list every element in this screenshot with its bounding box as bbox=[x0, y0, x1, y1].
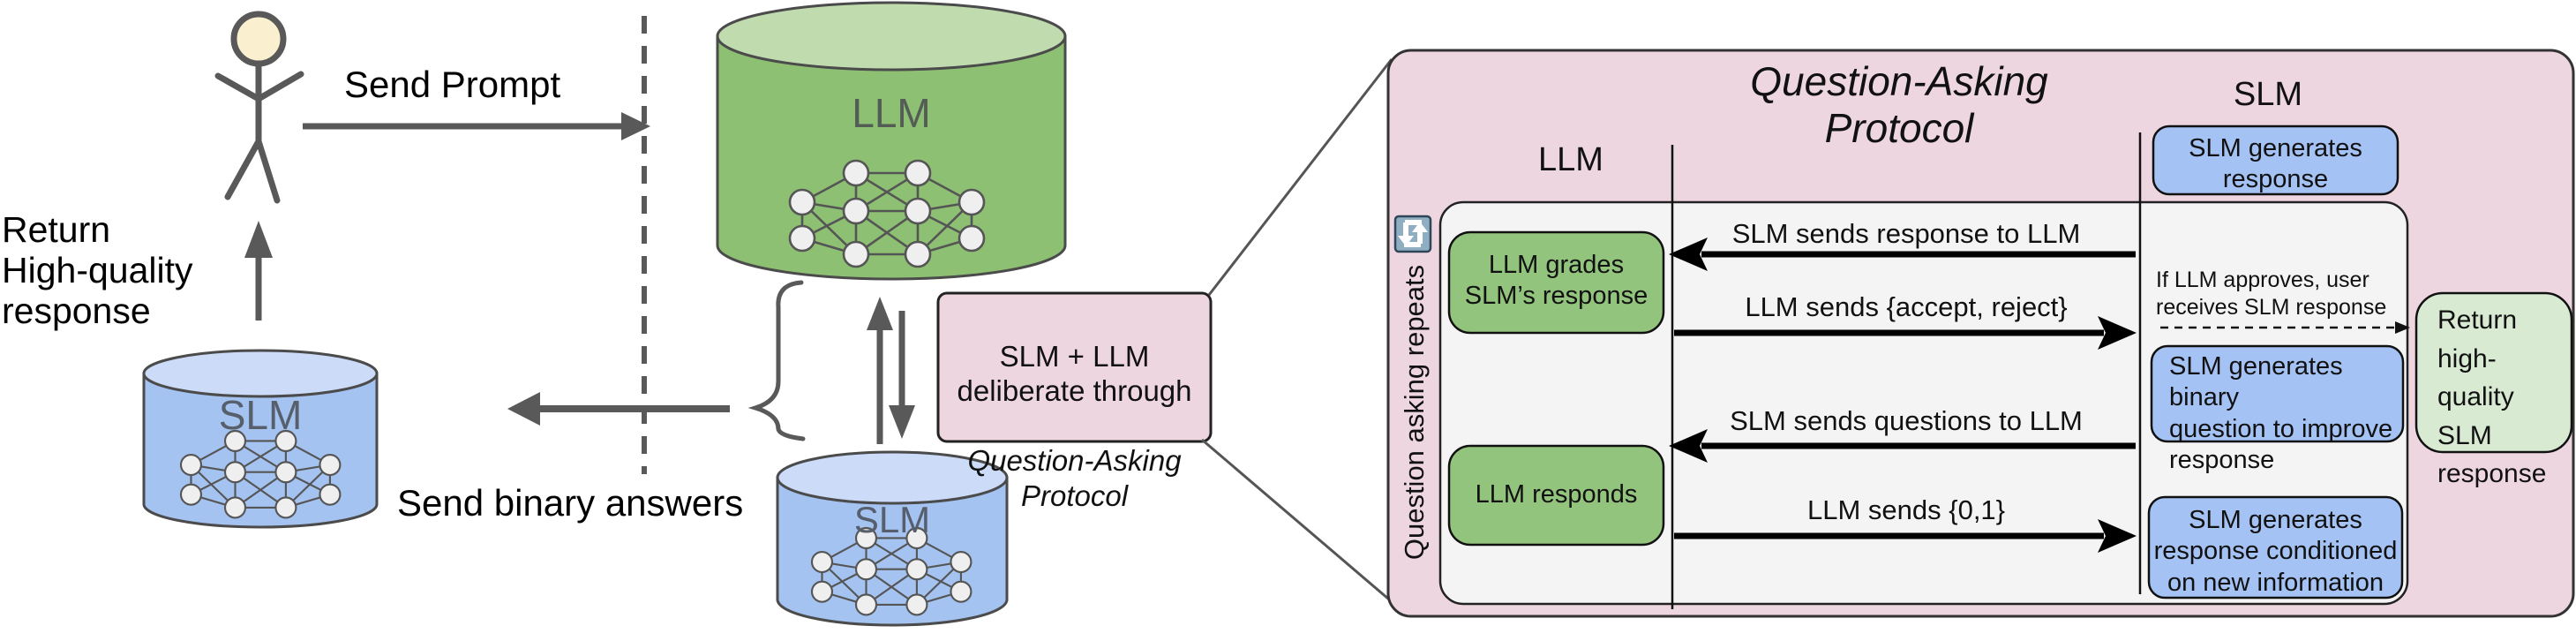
person-icon bbox=[214, 11, 304, 204]
brace-icon bbox=[747, 280, 806, 441]
slm-binary-question-box bbox=[2150, 344, 2405, 443]
slm-cylinder-left-label: SLM bbox=[218, 392, 303, 438]
slm-conditioned-box bbox=[2147, 495, 2404, 600]
message-arrow-3 bbox=[1669, 429, 2136, 463]
approval-note: If LLM approves, user receives SLM respo… bbox=[2156, 268, 2387, 320]
return-response-arrow bbox=[244, 221, 273, 320]
message-arrow-2 bbox=[1674, 316, 2137, 350]
send-prompt-arrow bbox=[303, 112, 650, 140]
return-response-label: Return High-quality response bbox=[2, 209, 193, 331]
panel-title: Question-Asking Protocol bbox=[1750, 58, 2048, 151]
loop-repeat-label: Question asking repeats bbox=[1399, 264, 1430, 561]
llm-cylinder-icon bbox=[716, 1, 1067, 281]
deliberate-box bbox=[936, 291, 1213, 443]
slm-cylinder-bottom-label: SLM bbox=[853, 499, 931, 540]
approval-dashed-arrow bbox=[2160, 321, 2410, 334]
slm-cylinder-bottom-icon bbox=[776, 450, 1009, 627]
message-label-4: LLM sends {0,1} bbox=[1806, 494, 2006, 525]
message-label-2: LLM sends {accept, reject} bbox=[1745, 291, 2068, 322]
refresh-icon bbox=[1393, 215, 1432, 253]
message-arrow-1 bbox=[1669, 238, 2136, 271]
llm-cylinder-label: LLM bbox=[852, 90, 931, 136]
zoom-connector-lines bbox=[1201, 58, 1395, 606]
llm-responds-label: LLM responds bbox=[1475, 480, 1638, 509]
deliberate-box-label: SLM + LLM deliberate through Question-As… bbox=[938, 304, 1211, 548]
message-arrow-4 bbox=[1674, 519, 2137, 553]
slm-conditioned-label: SLM generates response conditioned on ne… bbox=[2153, 506, 2398, 597]
binary-answers-arrow bbox=[507, 392, 730, 426]
llm-grades-label: LLM grades SLM’s response bbox=[1464, 251, 1648, 311]
llm-column-header: LLM bbox=[1538, 141, 1603, 178]
return-box-label: Return high-quality SLM response bbox=[2437, 305, 2547, 488]
slm-cylinder-left-icon bbox=[142, 349, 379, 529]
llm-grades-box bbox=[1447, 230, 1665, 335]
deliberate-box-label-italic: Question-Asking Protocol bbox=[967, 444, 1182, 512]
slm-binary-question-label: SLM generates binary question to improve… bbox=[2169, 352, 2393, 475]
send-prompt-label: Send Prompt bbox=[344, 64, 561, 105]
sync-arrows bbox=[867, 297, 915, 444]
return-response-box bbox=[2415, 291, 2573, 454]
send-binary-label: Send binary answers bbox=[397, 482, 744, 524]
slm-generates-box bbox=[2152, 124, 2400, 196]
message-label-3: SLM sends questions to LLM bbox=[1730, 405, 2083, 436]
deliberate-box-label-top: SLM + LLM deliberate through bbox=[957, 339, 1192, 408]
message-label-1: SLM sends response to LLM bbox=[1731, 218, 2081, 249]
slm-column-header: SLM bbox=[2233, 76, 2303, 113]
slm-generates-label: SLM generates response bbox=[2189, 134, 2362, 194]
llm-responds-box bbox=[1447, 444, 1665, 547]
